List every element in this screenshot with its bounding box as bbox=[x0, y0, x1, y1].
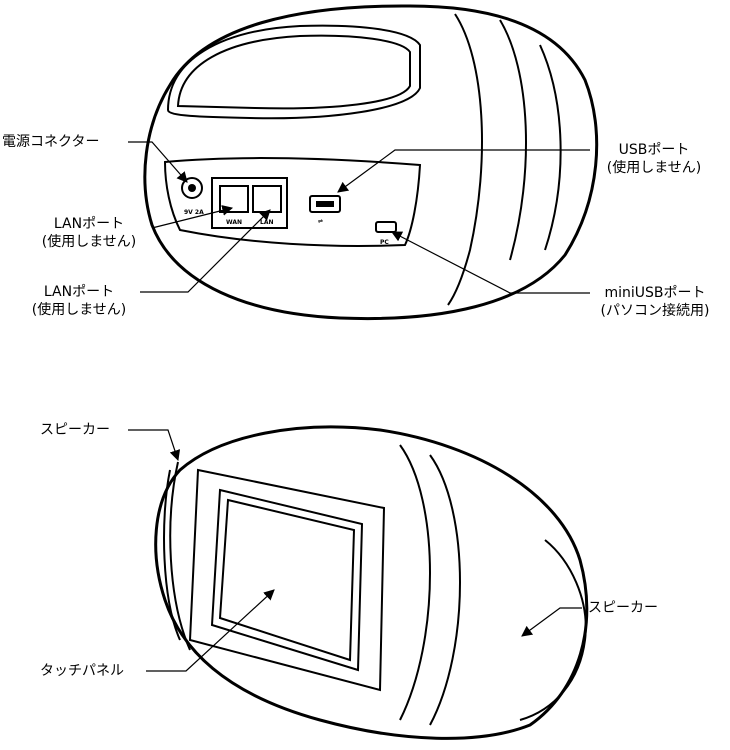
label-lan-port-1: LANポート (使用しません) bbox=[41, 216, 137, 250]
label-speaker-left: スピーカー bbox=[40, 422, 110, 438]
leader-usb bbox=[337, 149, 590, 193]
leader-power bbox=[128, 141, 188, 183]
power-jack: 9V 2A bbox=[181, 177, 204, 216]
touch-screen bbox=[210, 488, 364, 672]
leader-speaker-left bbox=[128, 429, 181, 462]
label-mini-usb-port: miniUSBポート (パソコン接続用) bbox=[600, 285, 710, 319]
leader-lan-2 bbox=[140, 209, 271, 293]
pc-marking: PC bbox=[380, 239, 389, 246]
leader-lines-bottom bbox=[128, 429, 582, 672]
leader-mini-usb bbox=[391, 231, 590, 294]
usb-port: ⇌ bbox=[309, 195, 341, 225]
label-speaker-right: スピーカー bbox=[588, 600, 658, 616]
leader-lan-1 bbox=[151, 205, 234, 229]
lan-marking: LAN bbox=[260, 219, 274, 226]
lan-ports-block: WAN LAN bbox=[211, 177, 288, 229]
power-jack-marking: 9V 2A bbox=[184, 209, 204, 216]
label-power-connector: 電源コネクター bbox=[2, 134, 100, 150]
label-lan-port-2: LANポート (使用しません) bbox=[31, 284, 127, 318]
mini-usb-port: PC bbox=[375, 221, 397, 246]
leader-speaker-right bbox=[521, 607, 582, 637]
leader-lines-top bbox=[128, 141, 590, 294]
device-front-view bbox=[154, 425, 589, 740]
label-usb-port: USBポート (使用しません) bbox=[606, 142, 702, 176]
usb-symbol: ⇌ bbox=[318, 218, 323, 225]
device-back-view: 9V 2A WAN LAN ⇌ PC bbox=[143, 4, 599, 321]
wan-marking: WAN bbox=[226, 219, 242, 226]
leader-touch-panel bbox=[146, 589, 275, 672]
label-touch-panel: タッチパネル bbox=[40, 663, 124, 679]
